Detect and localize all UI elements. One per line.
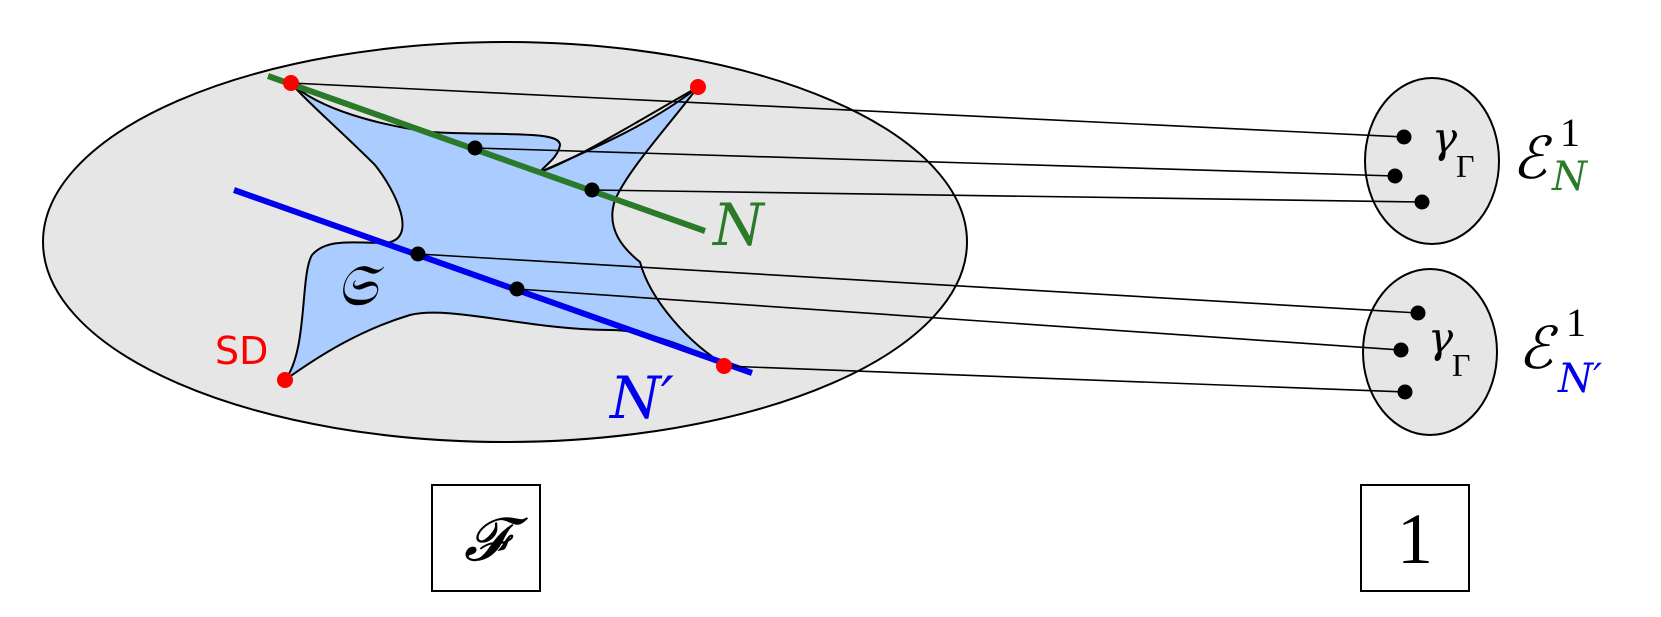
point-n-2 [584, 182, 600, 198]
red-point-top-right [690, 79, 706, 95]
red-points [277, 75, 732, 388]
gamma-label-bottom: γ Γ [1428, 313, 1471, 383]
point-np-2 [509, 281, 525, 297]
gamma-symbol-top: γ [1432, 113, 1458, 162]
e-sub-bottom: N′ [1557, 356, 1602, 402]
line-n-prime [233, 187, 753, 376]
label-n: N [711, 191, 766, 259]
fiber-point-bottom-2 [1393, 342, 1409, 358]
box-left [431, 484, 541, 592]
red-point-top-left [283, 75, 299, 91]
fiber-point-top-3 [1414, 194, 1430, 210]
gamma-label-top: γ Γ [1432, 113, 1475, 184]
fiber-ellipse-bottom [1362, 268, 1498, 436]
box-right-label: 1 [1397, 499, 1433, 579]
connector-1 [290, 82, 1405, 138]
connector-2 [474, 147, 1396, 177]
label-n-prime: N′ [608, 364, 674, 432]
e-sup-top: 1 [1560, 110, 1580, 155]
connector-3 [591, 189, 1423, 203]
connector-5 [516, 288, 1402, 351]
point-n-1 [467, 140, 483, 156]
fiber-ellipse-top [1364, 77, 1500, 245]
black-points [410, 129, 1430, 400]
e-sub-top: N [1551, 154, 1589, 200]
fiber-point-bottom-3 [1397, 384, 1413, 400]
red-point-bottom-left [277, 372, 293, 388]
region-fold-stroke [539, 86, 699, 173]
gamma-symbol-bottom: γ [1428, 313, 1454, 362]
e-symbol-top: ℰ [1512, 124, 1553, 192]
connecting-lines [290, 82, 1423, 393]
label-singular: SD [215, 329, 268, 373]
connector-4 [417, 253, 1419, 314]
e-symbol-bottom: ℰ [1518, 314, 1559, 382]
e-sup-bottom: 1 [1566, 300, 1586, 345]
box-right [1360, 484, 1470, 592]
fiber-point-top-1 [1396, 129, 1412, 145]
line-n [266, 73, 707, 234]
connector-6 [723, 365, 1406, 393]
gamma-sub-top: Γ [1456, 148, 1475, 184]
gamma-sub-bottom: Γ [1452, 347, 1471, 383]
fiber-label-bottom: ℰ 1 N′ [1518, 300, 1602, 402]
fiber-point-top-2 [1387, 168, 1403, 184]
point-np-1 [410, 246, 426, 262]
red-point-bottom-right [716, 358, 732, 374]
fiber-point-bottom-1 [1410, 305, 1426, 321]
fiber-label-top: ℰ 1 N [1512, 110, 1589, 200]
